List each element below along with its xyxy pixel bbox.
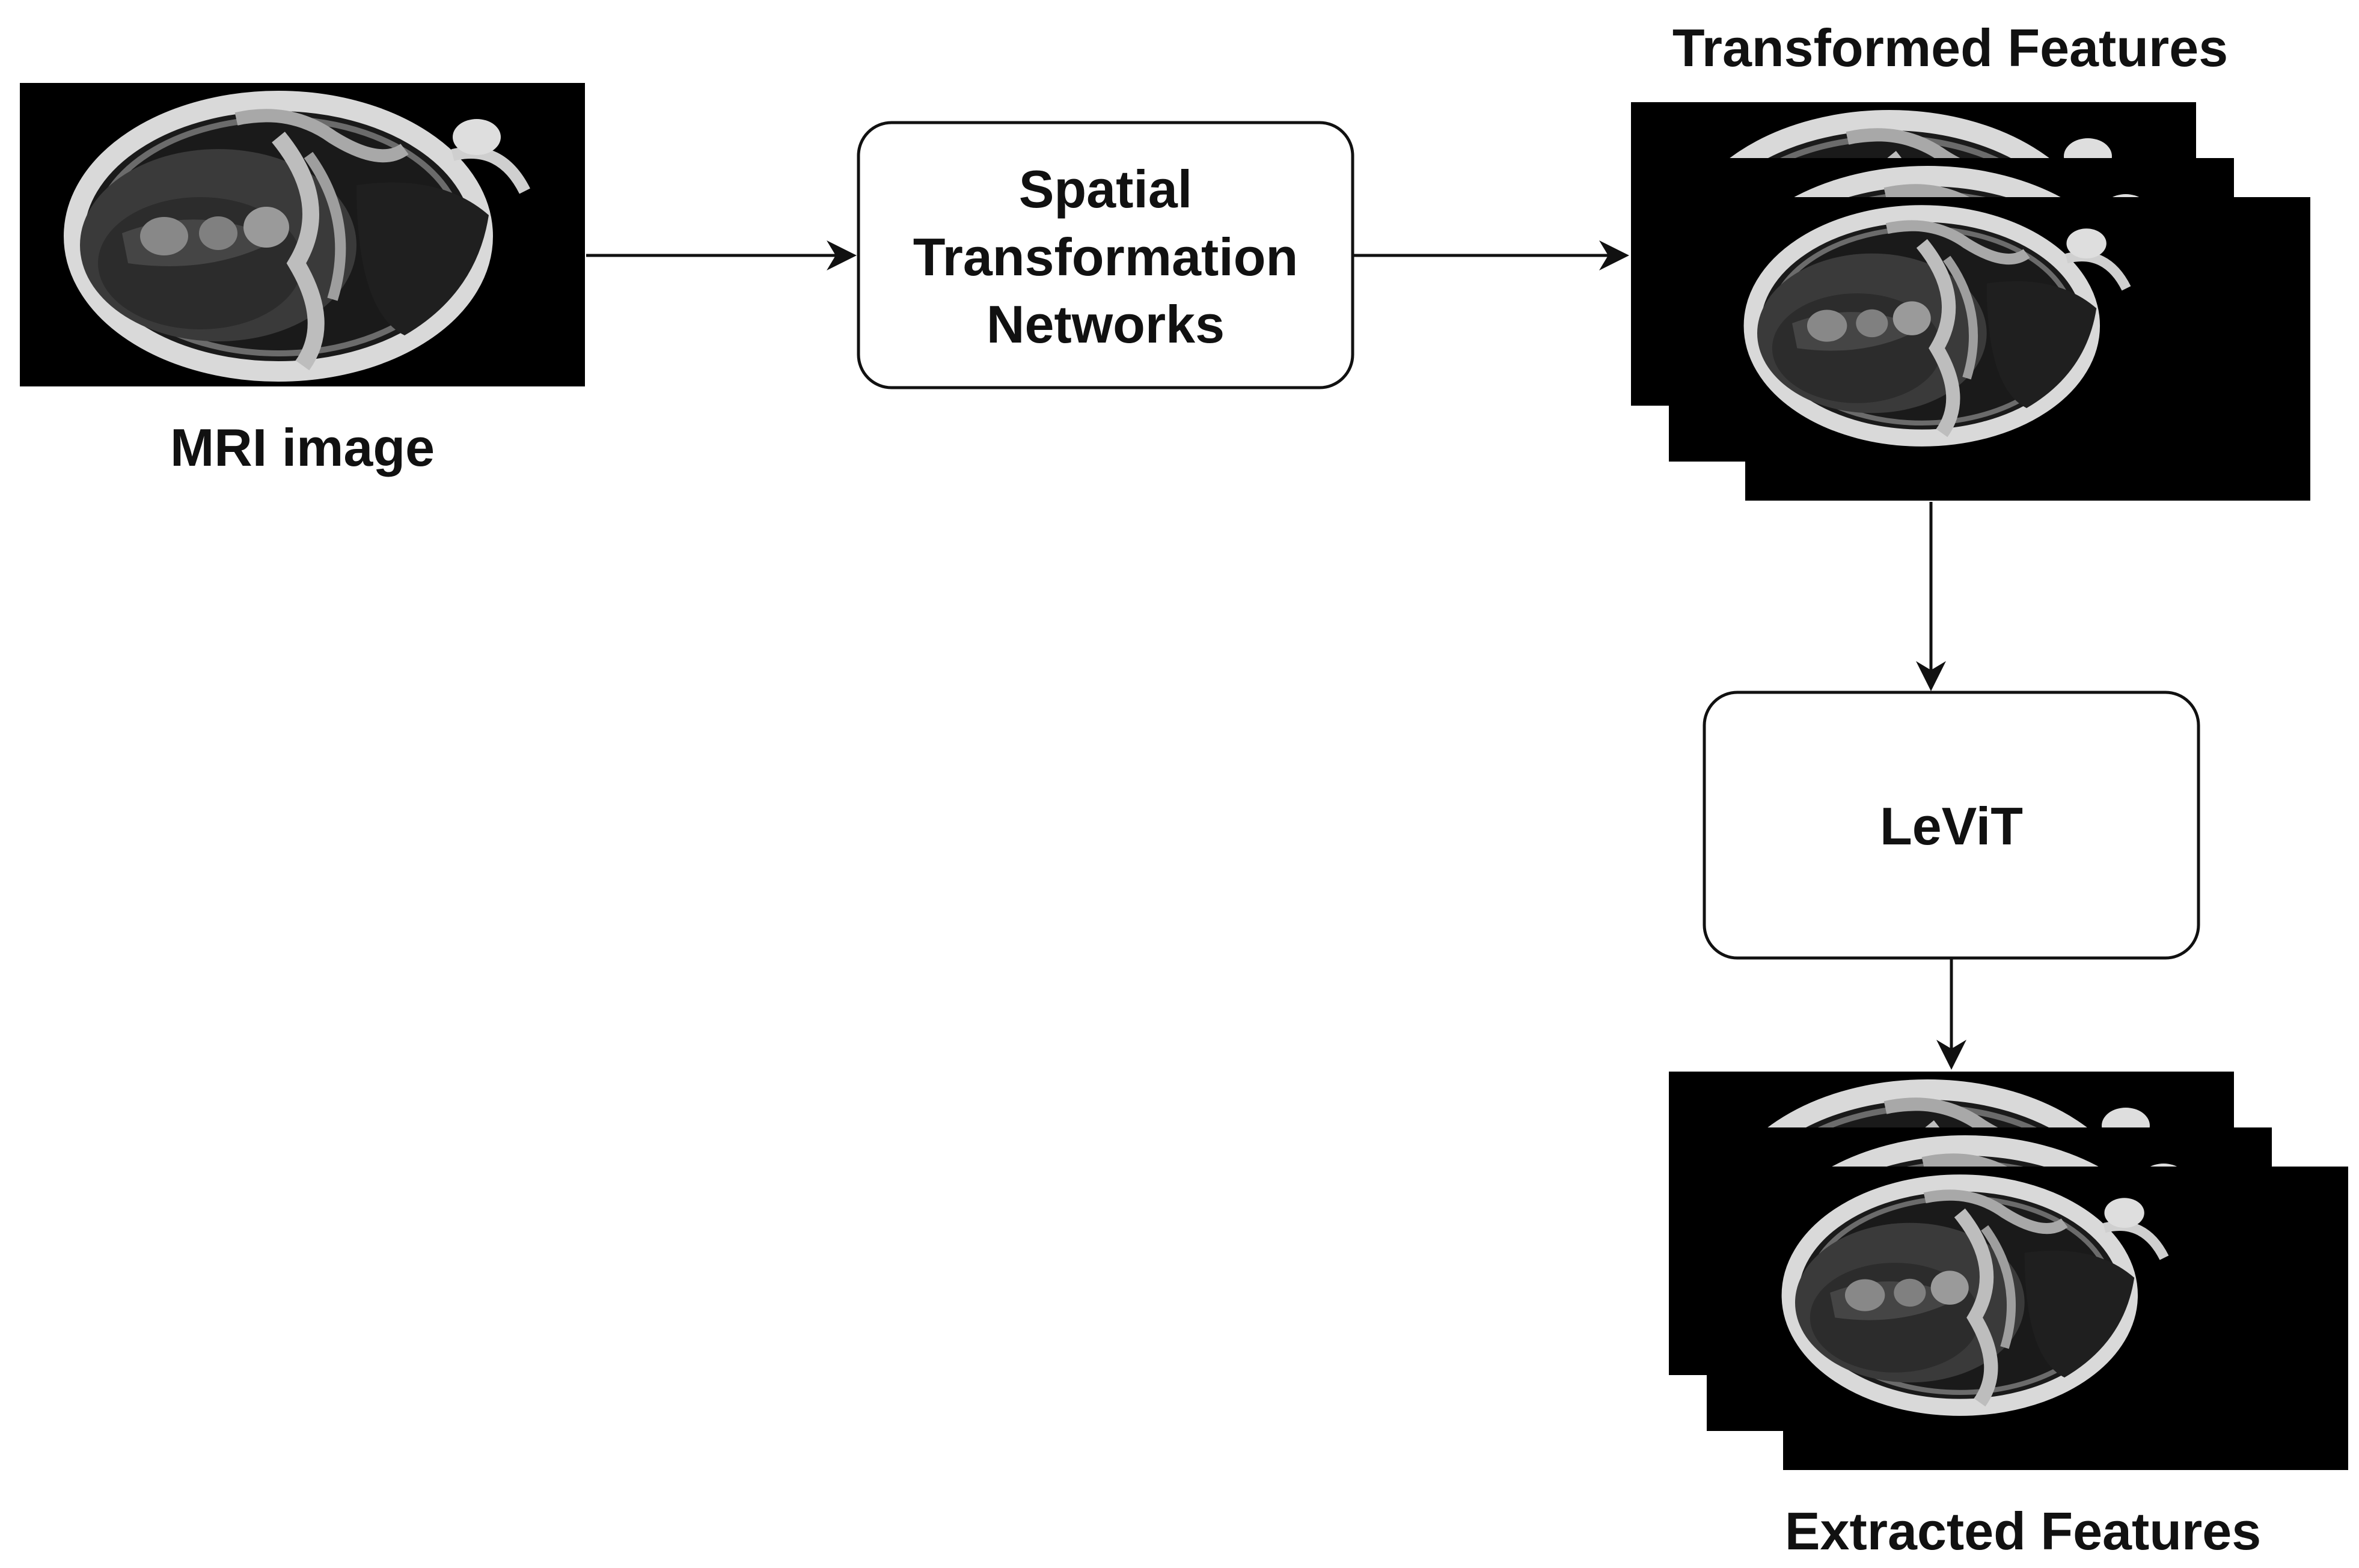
- extracted-features-label: Extracted Features: [1785, 1501, 2261, 1561]
- levit-box: [1703, 691, 2200, 960]
- mri-scan-icon: [1707, 198, 2176, 450]
- edge-transformed-to-levit: [1916, 502, 1946, 691]
- edge-levit-to-extracted: [1936, 959, 1966, 1070]
- extracted-features-stack: [1669, 1072, 2348, 1470]
- stn-label-line-3: Networks: [987, 294, 1225, 354]
- mri-scan-icon: [20, 83, 585, 386]
- levit-label: LeViT: [1880, 796, 2023, 856]
- edge-stn-to-transformed: [1354, 240, 1629, 270]
- stn-box: [857, 121, 1354, 389]
- stn-label-line-2: Transformation: [913, 227, 1299, 287]
- transformed-features-label: Transformed Features: [1672, 18, 2228, 78]
- stn-node: Spatial Transformation Networks: [857, 121, 1354, 389]
- mri-image-node: [20, 83, 585, 386]
- edge-mri-to-stn: [586, 240, 857, 270]
- levit-node: LeViT: [1703, 691, 2200, 960]
- mri-image-label: MRI image: [170, 418, 435, 477]
- stn-label-line-1: Spatial: [1019, 159, 1193, 219]
- transformed-features-stack: [1631, 102, 2310, 501]
- mri-scan-icon: [1745, 1168, 2214, 1420]
